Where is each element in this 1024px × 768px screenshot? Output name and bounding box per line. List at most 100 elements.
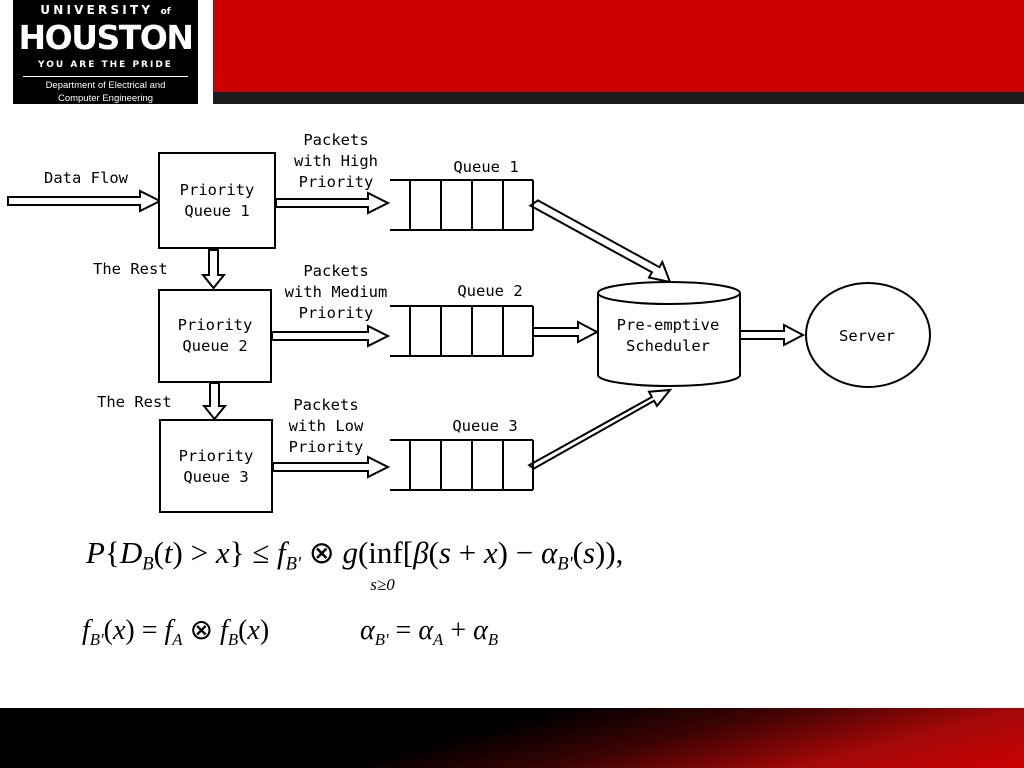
department-name: Department of Electrical and Computer En… [13,79,198,105]
f1-alpha: α [540,535,558,570]
f2-x2: x [247,615,260,646]
logo-of-word: of [160,7,171,17]
f1-lparen: ( [153,535,164,570]
logo-university-text: UNIVERSITY of [13,3,198,17]
f1-end: )), [595,535,624,570]
server-label: Server [839,327,895,345]
pq3-label-line1: Priority [179,447,254,465]
server-node [805,282,931,388]
priority-queue-2-box [158,289,272,383]
arrival-sum-formula: αB' = αA + αB [360,613,498,658]
data-flow-arrow [7,189,163,213]
rest-label-1: The Rest [93,260,168,278]
low-label-line1: Packets [293,396,358,414]
logo-university-word: UNIVERSITY [40,3,154,17]
header-red-bar [213,0,1024,92]
f2-x: x [112,615,126,646]
medium-label-line2: with Medium [285,283,388,301]
rest-label-2: The Rest [97,393,172,411]
f1-x2: x [483,535,498,570]
f1-plus: + [458,535,477,570]
high-priority-arrow [275,191,391,215]
pq2-label-line1: Priority [178,316,253,334]
f3-alpha-sub: B' [374,629,389,649]
f1-paren-inf: ( [357,535,369,570]
logo-houston-text: HOUSTON [18,18,194,57]
f3-plus: + [450,615,467,646]
f1-bracket: [ [402,535,414,570]
scheduler-to-server-arrow [739,323,806,347]
f1-inf-group: inf s≥0 [368,533,403,594]
f1-sx-open: ( [428,535,439,570]
f2-close: ) [259,615,270,646]
slide-header: UNIVERSITY of HOUSTON YOU ARE THE PRIDE … [0,0,1024,104]
f1-d-sub: B [142,553,154,575]
priority-queue-1-box [158,152,276,249]
low-label-line2: with Low [289,417,364,435]
priority-queue-3-box [159,419,273,513]
f1-x: x [215,535,230,570]
f1-f-sub: B' [285,553,301,575]
priority-queue-diagram: Data Flow Priority Queue 1 Priority Queu… [7,131,931,513]
f1-lbrace: { [104,535,120,570]
f2-fb: f [220,615,228,646]
f1-f: f [277,535,286,570]
queue-1-to-scheduler-arrow [528,199,672,284]
f1-d: D [119,535,143,570]
f1-beta: β [413,535,429,570]
header-dark-strip [213,92,1024,104]
data-flow-label: Data Flow [44,169,129,187]
rest-arrow-2 [201,382,228,421]
f3-alpha-a-sub: A [433,629,444,649]
f1-s: s [438,535,451,570]
high-label-line3: Priority [299,173,374,191]
f2-otimes: ⊗ [189,615,214,646]
scheduler-cylinder-top [597,281,741,305]
queue-2-to-scheduler-arrow [532,320,600,344]
f3-alpha: α [360,615,375,646]
pq1-label-line1: Priority [180,181,255,199]
logo-tagline: YOU ARE THE PRIDE [38,60,173,70]
f3-alpha-b: α [473,615,488,646]
logo-divider [23,76,188,77]
f1-p: P [86,535,105,570]
f2-fa-sub: A [172,629,183,649]
pq3-label-line2: Queue 3 [183,468,248,486]
pq1-label-line2: Queue 1 [184,202,249,220]
low-priority-arrow [272,455,391,479]
medium-label-line3: Priority [299,304,374,322]
f2-eq: ) = [125,615,158,646]
f2-fa: f [164,615,173,646]
f1-inf: inf [368,535,403,570]
scheduler-label-line2: Scheduler [626,337,710,355]
f3-alpha-a: α [418,615,434,646]
queue-3-to-scheduler-arrow [527,388,673,470]
convolution-formula: fB'(x) = fA ⊗ fB(x) [82,613,269,658]
f3-alpha-b-sub: B [487,629,499,649]
f1-inf-sub: s≥0 [370,575,395,594]
f1-s-open: ( [572,535,583,570]
high-label-line1: Packets [303,131,368,149]
department-line-2: Computer Engineering [57,93,154,104]
f1-otimes: ⊗ [308,535,335,570]
f2-rhs-open: ( [238,615,248,646]
queue-3-label: Queue 3 [452,417,517,435]
f1-t: t [163,535,173,570]
high-label-line2: with High [294,152,378,170]
scheduler-label-line1: Pre-emptive [617,316,720,334]
queue-1-buffer [390,179,534,231]
pq2-label-line2: Queue 2 [182,337,247,355]
f2-lhs-open: ( [103,615,113,646]
queue-2-buffer [390,305,534,357]
university-logo: UNIVERSITY of HOUSTON YOU ARE THE PRIDE … [13,0,198,104]
f2-f-sub: B' [89,629,104,649]
f1-s2: s [582,535,596,570]
f1-g: g [342,535,358,570]
low-label-line3: Priority [289,438,364,456]
f1-rbrace-le: } ≤ [229,535,270,570]
f1-sx-close: ) − [497,535,534,570]
queue-1-label: Queue 1 [453,158,518,176]
rest-arrow-1 [200,249,227,290]
f2-fb-sub: B [227,629,239,649]
